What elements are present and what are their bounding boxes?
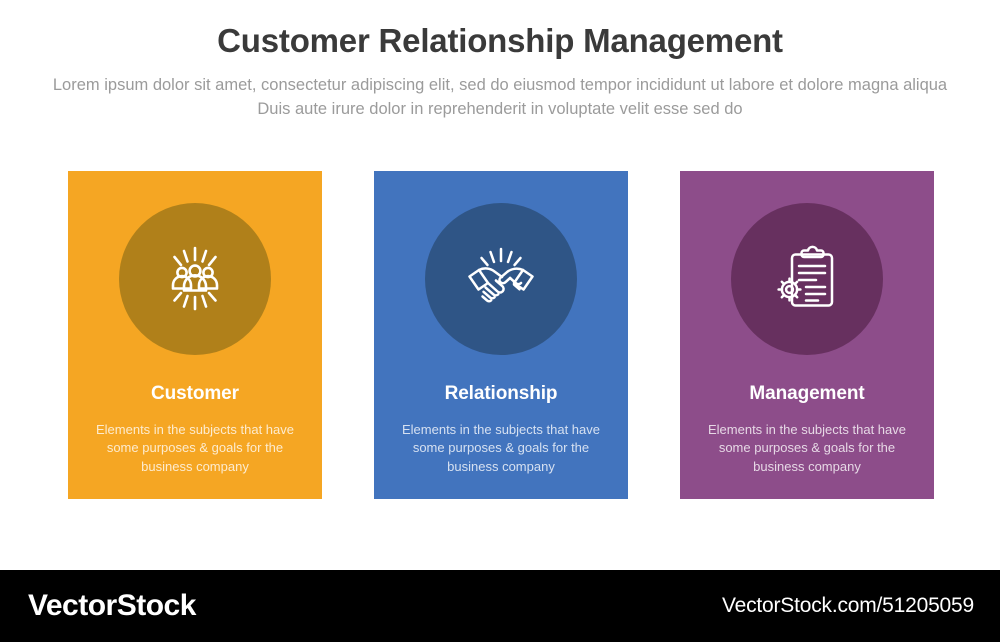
card-title-customer: Customer <box>151 383 239 404</box>
icon-circle-customer <box>119 203 271 355</box>
header: Customer Relationship Management Lorem i… <box>0 22 1000 122</box>
card-title-management: Management <box>749 383 865 404</box>
people-group-icon <box>159 243 231 315</box>
card-list: Customer Elements in the subjects that h… <box>68 171 934 499</box>
card-description-management: Elements in the subjects that have some … <box>707 422 906 474</box>
card-relationship[interactable]: Relationship Elements in the subjects th… <box>374 171 628 499</box>
icon-circle-management <box>731 203 883 355</box>
page-subtitle: Lorem ipsum dolor sit amet, consectetur … <box>52 75 948 118</box>
vectorstock-logo: VectorStock <box>28 589 196 622</box>
card-customer[interactable]: Customer Elements in the subjects that h… <box>68 171 322 499</box>
card-description-relationship: Elements in the subjects that have some … <box>401 422 600 474</box>
page-title: Customer Relationship Management <box>217 22 783 59</box>
card-management[interactable]: Management Elements in the subjects that… <box>680 171 934 499</box>
handshake-icon <box>463 243 539 315</box>
watermark-footer: VectorStock VectorStock.com/51205059 <box>0 570 1000 642</box>
card-title-relationship: Relationship <box>444 383 558 404</box>
footer-divider <box>645 570 646 642</box>
icon-circle-relationship <box>425 203 577 355</box>
vectorstock-url: VectorStock.com/51205059 <box>721 594 974 617</box>
clipboard-gear-icon <box>770 242 844 316</box>
card-description-customer: Elements in the subjects that have some … <box>95 422 294 474</box>
